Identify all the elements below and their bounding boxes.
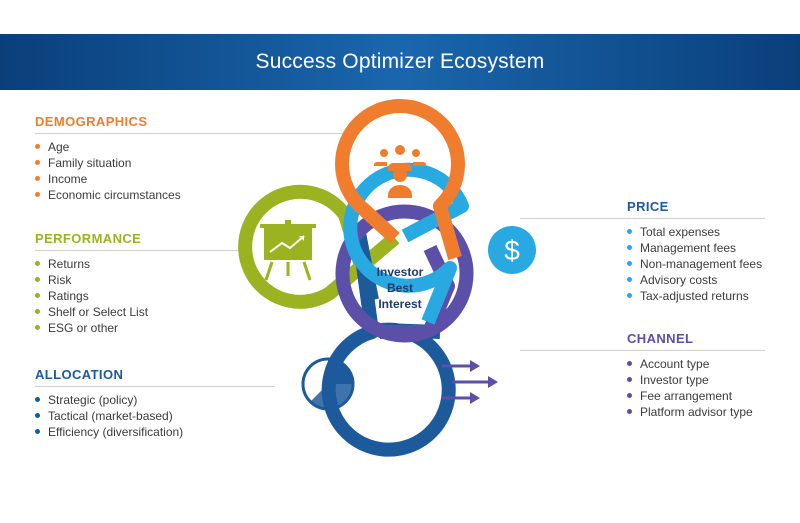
flow-arrows-icon [442, 360, 498, 404]
growth-chart-easel-icon [260, 220, 316, 281]
bullet-dot [627, 293, 632, 299]
bullet-dot [35, 413, 40, 419]
bullet-dot [627, 361, 632, 367]
loop-demographics [335, 99, 465, 260]
bullet-dot [627, 393, 632, 399]
panel-rule [35, 133, 345, 134]
bullet-dot [35, 176, 40, 182]
list-item: Investor type [627, 372, 765, 388]
panel-title-demographics: DEMOGRAPHICS [35, 114, 148, 129]
list-item: Shelf or Select List [35, 304, 245, 320]
panel-performance: PERFORMANCE Returns Risk Ratings Shelf o… [35, 230, 245, 336]
panel-title-allocation: ALLOCATION [35, 367, 124, 382]
svg-text:$: $ [504, 235, 520, 266]
list-item: Economic circumstances [35, 187, 345, 203]
panel-title-performance: PERFORMANCE [35, 231, 142, 246]
list-performance: Returns Risk Ratings Shelf or Select Lis… [35, 256, 245, 336]
bullet-dot [627, 409, 632, 415]
bullet-dot [35, 277, 40, 283]
center-label-line2: Best [387, 281, 413, 295]
list-channel: Account type Investor type Fee arrangeme… [520, 356, 765, 420]
list-item: Platform advisor type [627, 404, 765, 420]
panel-rule [35, 250, 245, 251]
bullet-dot [627, 245, 632, 251]
list-item: Advisory costs [627, 272, 765, 288]
list-item: Strategic (policy) [35, 392, 275, 408]
list-item: Total expenses [627, 224, 765, 240]
panel-rule [35, 386, 275, 387]
list-item: ESG or other [35, 320, 245, 336]
center-label-line1: Investor [377, 265, 424, 279]
bullet-dot [627, 261, 632, 267]
list-allocation: Strategic (policy) Tactical (market-base… [35, 392, 275, 440]
list-item: Fee arrangement [627, 388, 765, 404]
panel-rule [520, 218, 765, 219]
panel-price: PRICE Total expenses Management fees Non… [520, 198, 765, 304]
page-title: Success Optimizer Ecosystem [255, 50, 545, 73]
panel-demographics: DEMOGRAPHICS Age Family situation Income… [35, 113, 345, 203]
bullet-dot [35, 309, 40, 315]
list-item: Efficiency (diversification) [35, 424, 275, 440]
bullet-dot [35, 293, 40, 299]
list-demographics: Age Family situation Income Economic cir… [35, 139, 345, 203]
bullet-dot [35, 192, 40, 198]
bullet-dot [35, 325, 40, 331]
list-item: Ratings [35, 288, 245, 304]
bullet-dot [35, 261, 40, 267]
bullet-dot [35, 160, 40, 166]
bullet-dot [627, 277, 632, 283]
loop-performance [238, 184, 400, 309]
list-item: Tax-adjusted returns [627, 288, 765, 304]
panel-title-channel: CHANNEL [627, 331, 694, 346]
list-price: Total expenses Management fees Non-manag… [520, 224, 765, 304]
bullet-dot [35, 397, 40, 403]
panel-channel: CHANNEL Account type Investor type Fee a… [520, 330, 765, 420]
list-item: Risk [35, 272, 245, 288]
panel-title-price: PRICE [627, 199, 669, 214]
title-banner: Success Optimizer Ecosystem [0, 34, 800, 90]
bullet-dot [627, 377, 632, 383]
list-item: Non-management fees [627, 256, 765, 272]
list-item: Age [35, 139, 345, 155]
pie-chart-icon [301, 357, 355, 411]
list-item: Account type [627, 356, 765, 372]
list-item: Management fees [627, 240, 765, 256]
list-item: Returns [35, 256, 245, 272]
dollar-sign-icon: $ [488, 226, 536, 274]
panel-allocation: ALLOCATION Strategic (policy) Tactical (… [35, 366, 275, 440]
panel-rule [520, 350, 765, 351]
bullet-dot [35, 429, 40, 435]
loop-channel [335, 204, 474, 343]
list-item: Income [35, 171, 345, 187]
center-label-line3: Interest [378, 297, 421, 311]
bullet-dot [35, 144, 40, 150]
list-item: Tactical (market-based) [35, 408, 275, 424]
people-group-icon [373, 145, 427, 198]
loop-price [343, 162, 469, 325]
bullet-dot [627, 229, 632, 235]
list-item: Family situation [35, 155, 345, 171]
